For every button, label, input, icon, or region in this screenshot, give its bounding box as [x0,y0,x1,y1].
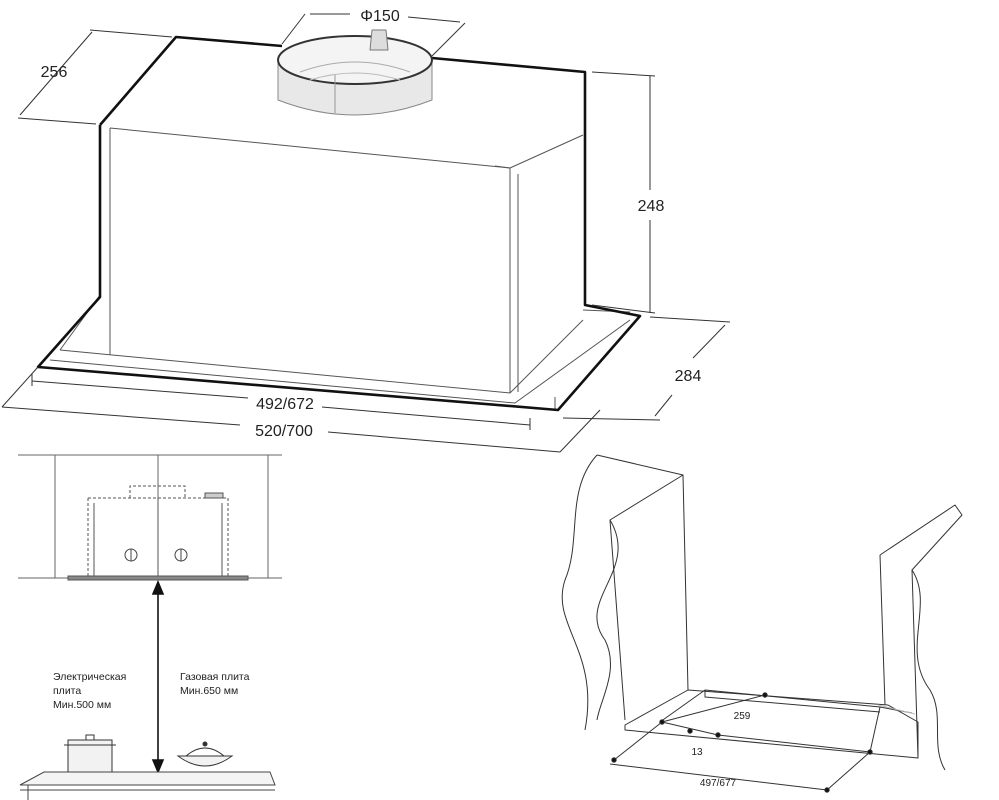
hood-3d-view: Φ150 256 248 284 492/672 520/700 [1,8,731,453]
hood-dimension-labels: Φ150 256 248 284 492/672 520/700 [41,8,702,440]
hood-outline [36,35,642,412]
electric-stove-label: Электрическая плита Мин.500 мм [53,671,126,711]
hood-inner-lines [49,127,631,410]
stove-top [19,771,276,800]
dim-outer-width: 520/700 [255,423,313,440]
duct-collar [277,29,433,116]
dim-inner-width: 492/672 [256,396,314,413]
cutout-dimension-labels: 259 13 497/677 [691,711,750,789]
dim-depth-bottom: 284 [675,368,702,385]
svg-text:Мин.500 мм: Мин.500 мм [53,699,111,711]
hood-front [67,485,249,581]
cutout-dimension-lines [609,692,916,793]
installation-view: Электрическая плита Мин.500 мм Газовая п… [18,454,282,800]
cabinet-cutout-view [561,454,963,771]
height-arrow [151,579,165,775]
svg-text:Газовая плита: Газовая плита [180,671,250,683]
knob-right [174,548,188,562]
gas-stove-label: Газовая плита Мин.650 мм [180,671,250,697]
dim-height: 248 [638,198,665,215]
dim-cutout-depth: 259 [734,711,751,722]
hood-dimension-lines [1,13,731,453]
svg-text:плита: плита [53,685,81,697]
svg-text:Электрическая: Электрическая [53,671,126,683]
dim-depth-top: 256 [41,64,68,81]
pot-icon [64,734,116,773]
dim-edge-offset: 13 [691,747,703,758]
dim-duct-diameter: Φ150 [360,8,400,25]
knob-left [124,548,138,562]
cabinet-front [18,454,282,579]
wok-icon [176,741,234,767]
svg-text:Мин.650 мм: Мин.650 мм [180,685,238,697]
dim-cutout-width: 497/677 [700,778,737,789]
